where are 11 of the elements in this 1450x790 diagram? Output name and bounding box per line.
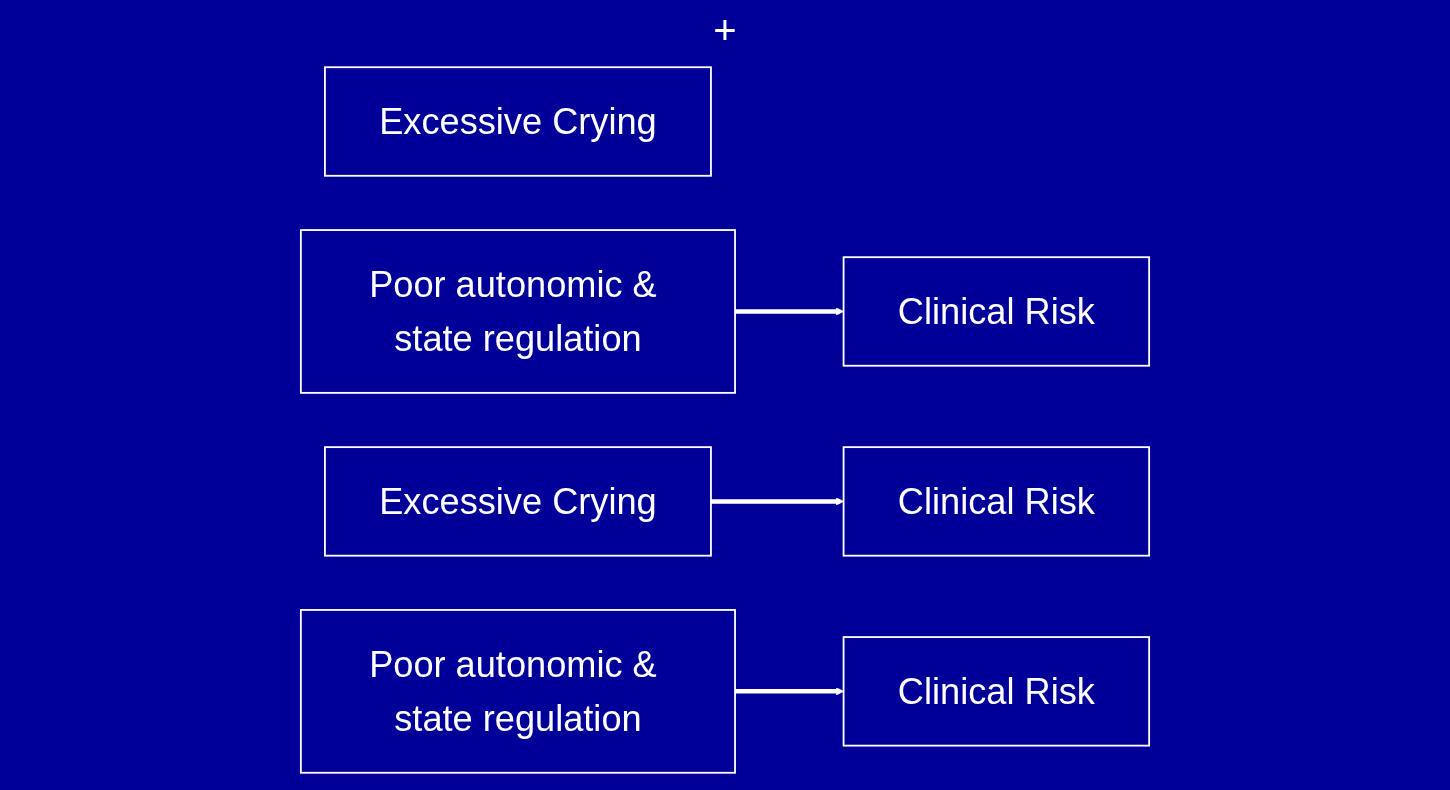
arrow bbox=[735, 687, 844, 696]
node-box: Poor autonomic & state regulation bbox=[299, 229, 736, 394]
arrow bbox=[710, 497, 844, 506]
node-box: Clinical Risk bbox=[842, 446, 1151, 557]
plus-sign: + bbox=[713, 7, 737, 53]
arrow bbox=[735, 307, 844, 316]
node-box: Clinical Risk bbox=[842, 256, 1151, 367]
node-box: Excessive Crying bbox=[324, 66, 712, 177]
node-box: Excessive Crying bbox=[324, 446, 712, 557]
node-box: Poor autonomic & state regulation bbox=[299, 609, 736, 774]
node-box: Clinical Risk bbox=[842, 636, 1151, 747]
